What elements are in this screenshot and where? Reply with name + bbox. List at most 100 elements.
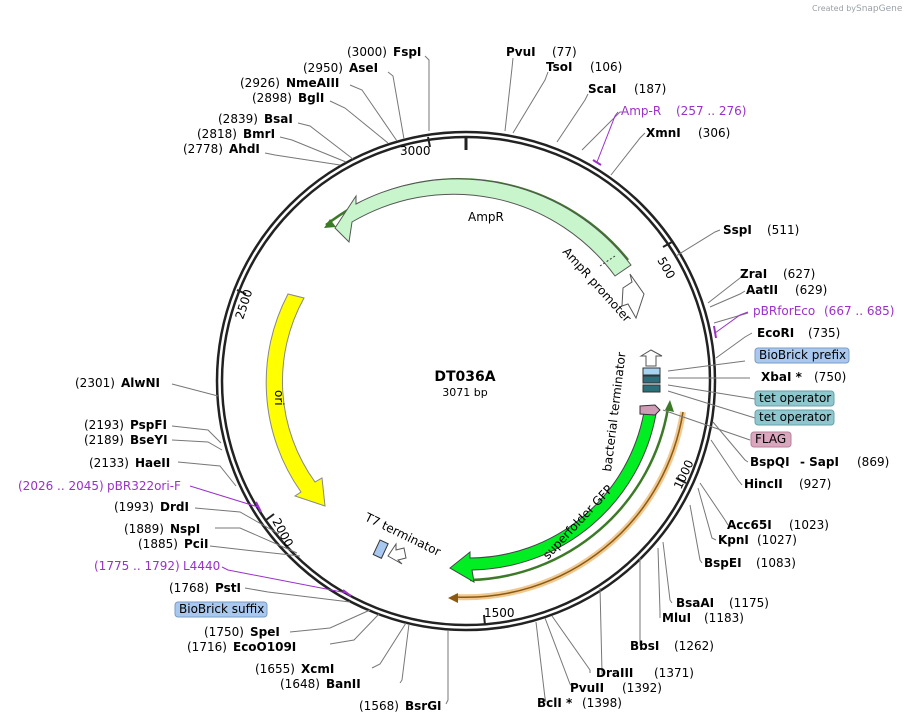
- site-bseyi-name: BseYI: [130, 433, 168, 447]
- site-alwni[interactable]: (2301) AlwNI: [75, 376, 160, 390]
- site-bspqi-sapi[interactable]: BspQI - SapI (869): [750, 455, 889, 469]
- feature-box-flag-label: FLAG: [755, 432, 786, 446]
- site-bsaai[interactable]: BsaAI (1175): [676, 596, 769, 610]
- site-pvui[interactable]: PvuI (77): [506, 45, 577, 59]
- site-hincii[interactable]: HincII (927): [744, 477, 831, 491]
- ampr-strand-arrow: [324, 219, 336, 228]
- site-xbai[interactable]: XbaI * (750): [761, 370, 846, 384]
- site-drdi[interactable]: (1993) DrdI: [114, 500, 189, 514]
- tick-2500: 2500: [233, 288, 256, 321]
- site-ahdi[interactable]: (2778) AhdI: [183, 142, 260, 156]
- site-fspi-name: FspI: [393, 45, 421, 59]
- gfp-strand-line: [469, 407, 670, 582]
- site-psti[interactable]: (1768) PstI: [169, 581, 241, 595]
- primer-ampr[interactable]: Amp-R (257 .. 276): [621, 104, 746, 118]
- site-bspei-name: BspEI: [704, 556, 742, 570]
- site-bspqi-pos: (869): [857, 455, 889, 469]
- primer-pbrforeco-range: (667 .. 685): [824, 304, 894, 318]
- site-nmeaiii[interactable]: (2926) NmeAIII: [240, 76, 339, 90]
- feature-gfp[interactable]: superfolder GFP: [448, 400, 686, 603]
- site-aatii-pos: (629): [795, 283, 827, 297]
- feature-box-flag[interactable]: FLAG: [750, 431, 792, 448]
- site-asei-pos: (2950): [303, 61, 343, 75]
- site-scai-name: ScaI: [588, 82, 616, 96]
- feature-box-tet-operator-1-label: tet operator: [759, 391, 831, 405]
- backbone-outer: [215, 130, 717, 632]
- site-nspi-name: NspI: [170, 522, 200, 536]
- site-fspi[interactable]: (3000) FspI: [347, 45, 421, 59]
- tet-operator-mark-2: [642, 384, 661, 393]
- site-acc65i[interactable]: Acc65I (1023): [727, 518, 829, 532]
- site-bgli-name: BglI: [298, 91, 324, 105]
- site-xcmi[interactable]: (1655) XcmI: [255, 662, 334, 676]
- feature-t7-terminator[interactable]: T7 terminator: [362, 510, 443, 565]
- gfp-arrow: [449, 411, 657, 583]
- feature-ori[interactable]: ori: [265, 293, 326, 507]
- site-bbsi[interactable]: BbsI (1262): [630, 639, 714, 653]
- site-banii[interactable]: (1648) BanII: [280, 677, 361, 691]
- site-xcmi-pos: (1655): [255, 662, 295, 676]
- site-mlui[interactable]: MluI (1183): [662, 611, 744, 625]
- feature-box-biobrick-suffix[interactable]: BioBrick suffix: [174, 601, 268, 618]
- site-xmni-pos: (306): [698, 126, 730, 140]
- site-xbai-name: XbaI *: [761, 370, 803, 384]
- site-bseyi[interactable]: (2189) BseYI: [84, 433, 168, 447]
- site-scai[interactable]: ScaI (187): [588, 82, 666, 96]
- terminator-arrow: [639, 349, 663, 367]
- tick-mark-2000: [265, 513, 275, 521]
- site-ecoo109i[interactable]: (1716) EcoO109I: [187, 640, 296, 654]
- primer-ampr-name: Amp-R: [621, 104, 661, 118]
- site-ecori[interactable]: EcoRI (735): [757, 326, 840, 340]
- site-pcii[interactable]: (1885) PciI: [138, 537, 209, 551]
- site-acc65i-pos: (1023): [789, 518, 829, 532]
- primer-mark-pbrforeco: [713, 325, 717, 339]
- plasmid-name: DT036A: [434, 369, 495, 385]
- primer-l4440[interactable]: (1775 .. 1792) L4440: [94, 559, 220, 573]
- site-bmri-name: BmrI: [243, 127, 275, 141]
- feature-box-tet-operator-2[interactable]: tet operator: [754, 409, 835, 426]
- site-bmri[interactable]: (2818) BmrI: [197, 127, 275, 141]
- site-bsrgi-name: BsrGI: [405, 699, 442, 713]
- site-xmni[interactable]: XmnI (306): [646, 126, 730, 140]
- site-tsoi[interactable]: TsoI (106): [546, 60, 622, 74]
- site-pcii-name: PciI: [184, 537, 209, 551]
- site-pspfi[interactable]: (2193) PspFI: [84, 418, 167, 432]
- primer-pbr322ori-f[interactable]: (2026 .. 2045) pBR322ori-F: [18, 479, 181, 493]
- site-bmri-pos: (2818): [197, 127, 237, 141]
- site-kpni[interactable]: KpnI (1027): [718, 533, 797, 547]
- site-bsrgi[interactable]: (1568) BsrGI: [359, 699, 442, 713]
- site-psti-name: PstI: [215, 581, 241, 595]
- feature-box-biobrick-prefix-label: BioBrick prefix: [759, 348, 846, 362]
- site-spei-name: SpeI: [250, 625, 280, 639]
- site-asei[interactable]: (2950) AseI: [303, 61, 378, 75]
- site-sspi[interactable]: SspI (511): [723, 223, 799, 237]
- site-drdi-pos: (1993): [114, 500, 154, 514]
- site-bspei[interactable]: BspEI (1083): [704, 556, 796, 570]
- site-zrai[interactable]: ZraI (627): [740, 267, 815, 281]
- ampr-promoter-boundary: [599, 255, 616, 267]
- primer-pbr322ori-name: pBR322ori-F: [107, 479, 181, 493]
- primer-leader-lines: [189, 111, 749, 594]
- site-bgli[interactable]: (2898) BglI: [252, 91, 324, 105]
- feature-box-biobrick-suffix-bg: [174, 601, 268, 618]
- t7-terminator-arrow: [387, 542, 407, 565]
- site-pspfi-name: PspFI: [130, 418, 167, 432]
- site-draiii[interactable]: DraIII (1371): [596, 666, 694, 680]
- feature-box-tet-operator-2-label: tet operator: [759, 410, 831, 424]
- site-bsai[interactable]: (2839) BsaI: [218, 112, 293, 126]
- feature-box-tet-operator-1[interactable]: tet operator: [754, 390, 835, 407]
- site-spei[interactable]: (1750) SpeI: [204, 625, 280, 639]
- site-bcli[interactable]: BclI * (1398): [537, 696, 622, 710]
- primer-pbrforeco[interactable]: pBRforEco (667 .. 685): [753, 304, 894, 318]
- site-pvuii[interactable]: PvuII (1392): [570, 681, 662, 695]
- site-nspi[interactable]: (1889) NspI: [124, 522, 200, 536]
- site-haeii[interactable]: (2133) HaeII: [89, 456, 170, 470]
- site-ahdi-pos: (2778): [183, 142, 223, 156]
- flag-mark: [639, 404, 661, 416]
- site-xcmi-name: XcmI: [301, 662, 334, 676]
- feature-box-biobrick-prefix[interactable]: BioBrick prefix: [754, 347, 850, 364]
- feature-ampr[interactable]: AmpR AmpR promoter: [324, 178, 645, 325]
- tick-1500: 1500: [484, 606, 515, 620]
- site-aatii[interactable]: AatII (629): [746, 283, 827, 297]
